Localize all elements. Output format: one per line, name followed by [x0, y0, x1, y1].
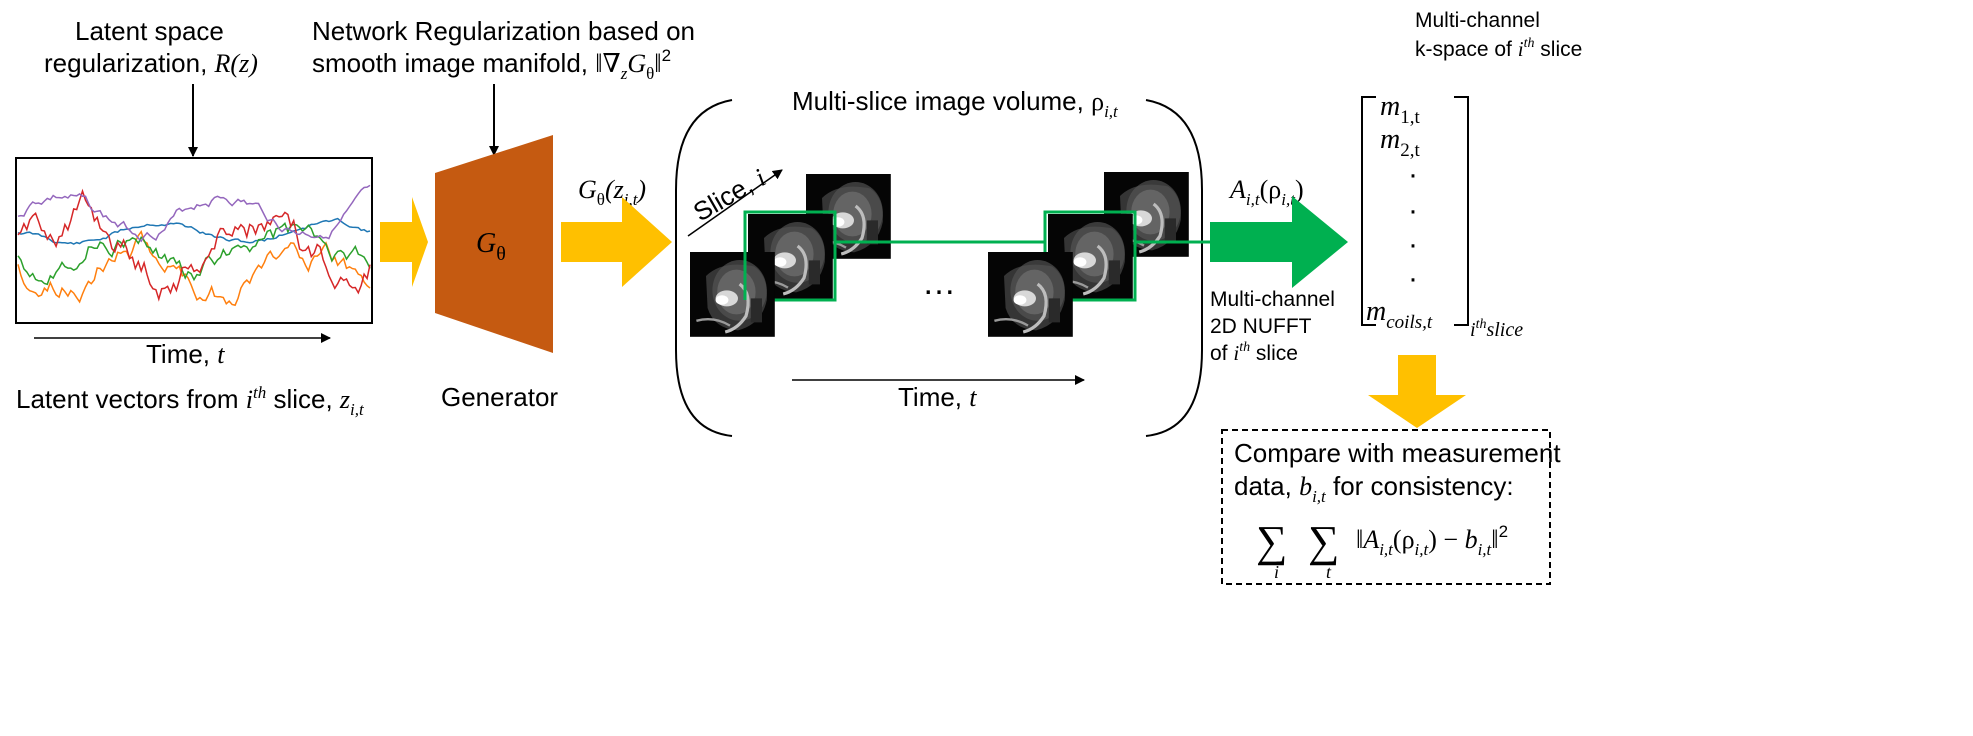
- kspace-bracket-subscript: ithslice: [1470, 317, 1523, 341]
- latent-reg-title-line1: Latent space: [75, 16, 224, 46]
- latent-trace-1: [17, 217, 371, 245]
- kspace-left-bracket: [1361, 96, 1376, 326]
- nufft-desc-line2: 2D NUFFT: [1210, 315, 1312, 338]
- latent-time-label: Time, t: [146, 339, 225, 369]
- compare-norm-expression: ‖Ai,t(ρi,t) − bi,t‖2: [1356, 522, 1508, 559]
- latent-series-group: [17, 184, 371, 307]
- compare-sum-t: ∑: [1308, 517, 1339, 566]
- latent-trace-4: [17, 188, 371, 302]
- latent-plot-frame: [15, 157, 373, 324]
- generator-output-label: Gθ(zi,t): [578, 175, 646, 209]
- nufft-desc-line3: of ith slice: [1210, 340, 1298, 365]
- network-reg-line2: smooth image manifold, ‖∇zGθ‖2: [312, 46, 671, 83]
- kspace-dot-4: ·: [1408, 262, 1418, 295]
- flow-arrow-nufft: [1210, 196, 1348, 288]
- network-reg-line1: Network Regularization based on: [312, 16, 695, 46]
- compare-sum-i-index: i: [1274, 562, 1279, 582]
- kspace-entry-1: m1,t: [1380, 91, 1420, 128]
- volume-left-paren: [675, 99, 733, 437]
- generator-label: Generator: [441, 382, 558, 412]
- kspace-entry-2: m2,t: [1380, 124, 1420, 161]
- compare-sum-t-index: t: [1326, 562, 1332, 582]
- kspace-title-line2: k-space of ith slice: [1415, 36, 1582, 61]
- latent-reg-title-line2: regularization, R(z): [44, 48, 258, 78]
- kspace-entry-last: mcoils,t: [1366, 296, 1433, 333]
- mri-frame-left-front: [688, 250, 777, 339]
- volume-right-paren: [1145, 99, 1203, 437]
- kspace-right-bracket: [1454, 96, 1469, 326]
- latent-trace-5: [17, 184, 371, 243]
- forward-op-label: Ai,t(ρi,t): [1228, 175, 1304, 209]
- compare-line1: Compare with measurement: [1234, 438, 1561, 468]
- flow-arrow-latent-to-generator: [380, 197, 428, 287]
- compare-sum-i: ∑: [1256, 517, 1287, 566]
- volume-time-label: Time, t: [898, 382, 977, 412]
- kspace-dot-3: ·: [1408, 228, 1418, 261]
- flow-arrow-generator-to-volume: [561, 197, 672, 287]
- generator-symbol: Gθ: [476, 228, 506, 265]
- flow-arrow-kspace-to-compare: [1368, 355, 1466, 428]
- generator-block: [435, 135, 553, 353]
- kspace-title-line1: Multi-channel: [1415, 9, 1540, 32]
- slice-arrow: [687, 169, 783, 237]
- nufft-desc-line1: Multi-channel: [1210, 288, 1335, 311]
- mri-frame-right-front: [986, 250, 1075, 339]
- latent-trace-2: [17, 230, 371, 307]
- kspace-dot-1: ·: [1408, 158, 1418, 191]
- latent-caption: Latent vectors from ith slice, zi,t: [16, 383, 365, 419]
- volume-title: Multi-slice image volume, ρi,t: [792, 86, 1119, 121]
- latent-trace-3: [17, 222, 371, 286]
- compare-line2: data, bi,t for consistency:: [1234, 471, 1514, 506]
- compare-box: [1221, 429, 1551, 585]
- kspace-dot-2: ·: [1408, 194, 1418, 227]
- volume-ellipsis: …: [922, 264, 956, 302]
